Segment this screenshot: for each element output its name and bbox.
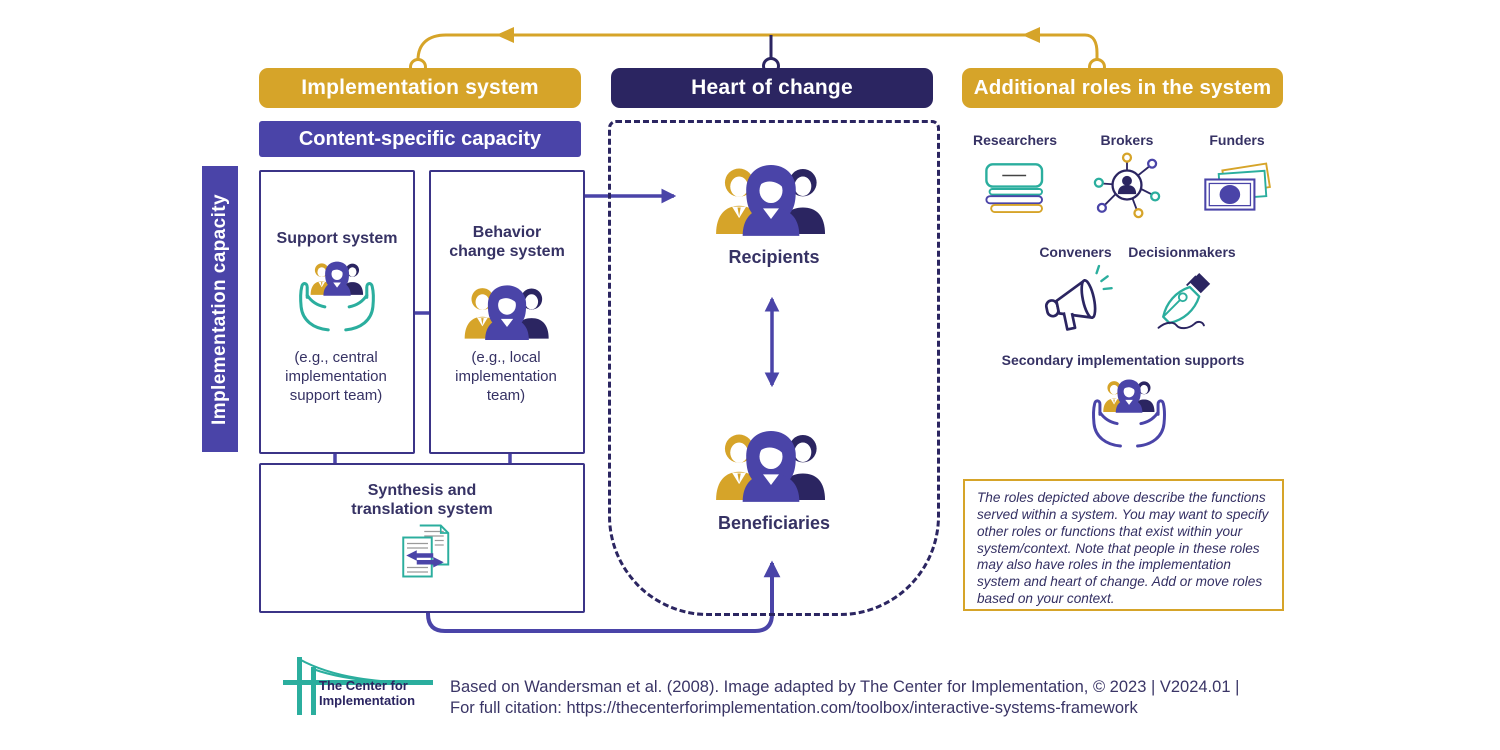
roles-note-box: The roles depicted above describe the fu… (963, 479, 1284, 611)
header-roles-label: Additional roles in the system (973, 76, 1272, 99)
citation-line2: For full citation: https://thecenterfori… (450, 699, 1138, 718)
documents-exchange-icon (402, 524, 450, 578)
support-system-box: Support system (e.g., central implementa… (259, 170, 415, 454)
books-stack-icon (985, 163, 1044, 214)
logo-line1: The Center for (319, 678, 408, 693)
recipients-label: Recipients (728, 247, 820, 267)
logo-line2: Implementation (319, 692, 416, 708)
heart-of-change-region: Recipients Beneficiaries (608, 120, 940, 616)
citation-line1: Based on Wandersman et al. (2008). Image… (450, 678, 1240, 696)
header-heart-label: Heart of change (691, 76, 853, 99)
tci-logo: The Center for Implementation (283, 652, 433, 720)
secondary-supports-label: Secondary implementation supports (1001, 352, 1245, 368)
content-specific-label: Content-specific capacity (298, 127, 542, 150)
people-group-icon (464, 285, 549, 340)
roles-note-text: The roles depicted above describe the fu… (977, 490, 1269, 607)
secondary-hands-holding-people-icon (1086, 376, 1172, 450)
header-heart-of-change: Heart of change (611, 68, 933, 108)
support-system-example: (e.g., central implementation support te… (285, 349, 387, 405)
header-implementation-system: Implementation system (259, 68, 581, 108)
fountain-pen-icon (1157, 271, 1212, 330)
behavior-change-system-box: Behavior change system (e.g., local impl… (429, 170, 585, 454)
megaphone-icon (1041, 264, 1113, 335)
implementation-capacity-bar: Implementation capacity (202, 166, 238, 452)
conveners-label: Conveners (1039, 244, 1112, 260)
behavior-change-example: (e.g., local implementation team) (455, 349, 557, 405)
brokers-label: Brokers (1100, 132, 1154, 148)
behavior-change-title: Behavior change system (449, 224, 565, 260)
hands-holding-people-icon (293, 258, 381, 334)
researchers-label: Researchers (972, 132, 1058, 148)
header-additional-roles: Additional roles in the system (962, 68, 1283, 108)
implementation-capacity-label: Implementation capacity (209, 193, 230, 425)
synthesis-title: Synthesis and translation system (351, 482, 493, 518)
synthesis-translation-box: Synthesis and translation system (259, 463, 585, 613)
funders-label: Funders (1209, 132, 1265, 148)
beneficiaries-label: Beneficiaries (717, 513, 831, 533)
feedback-arrow-right-icon (1022, 27, 1040, 43)
support-system-title: Support system (276, 230, 398, 247)
citation: Based on Wandersman et al. (2008). Image… (450, 677, 1239, 720)
feedback-arrow-left-icon (496, 27, 514, 43)
header-implementation-label: Implementation system (301, 76, 539, 99)
recipients-people-icon (716, 164, 826, 236)
decisionmakers-label: Decisionmakers (1128, 244, 1236, 260)
beneficiaries-people-icon (716, 430, 826, 502)
banknotes-icon (1204, 162, 1271, 211)
network-person-icon (1093, 152, 1161, 219)
feedback-connector (416, 33, 1099, 61)
content-specific-capacity-box: Content-specific capacity (259, 121, 581, 157)
